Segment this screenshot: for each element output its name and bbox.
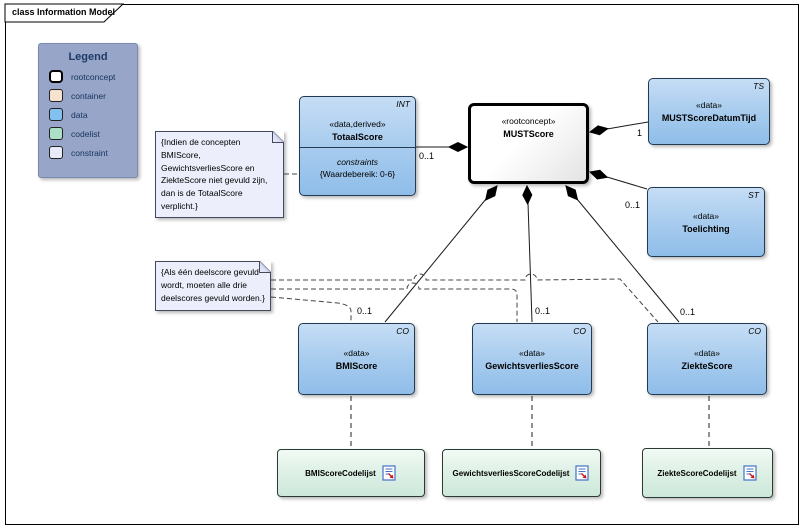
class-totaalscore[interactable]: INT «data,derived» TotaalScore constrain…	[299, 96, 416, 196]
legend-item-rootconcept: rootconcept	[39, 70, 137, 83]
type-code-label: CO	[396, 326, 409, 336]
type-code-label: CO	[748, 326, 761, 336]
class-name: BMIScore	[335, 360, 378, 371]
legend-label-codelist: codelist	[71, 128, 100, 139]
legend-item-data: data	[39, 108, 137, 121]
legend-swatch-constraint	[49, 146, 63, 159]
codelist-ziektescorecodelijst[interactable]: ZiekteScoreCodelijst	[642, 448, 773, 498]
note-text: {Indien de concepten BMIScore, Gewichtsv…	[161, 137, 268, 211]
codelist-name: BMIScoreCodelijst	[305, 468, 376, 478]
legend-label-rootconcept: rootconcept	[71, 71, 116, 82]
legend-label-container: container	[71, 90, 106, 101]
multiplicity-label-ziektescore: 0..1	[680, 307, 696, 317]
legend-swatch-data	[49, 108, 63, 121]
linked-document-icon	[382, 464, 396, 481]
class-name: ZiekteScore	[681, 360, 733, 371]
linked-document-icon	[575, 464, 590, 481]
multiplicity-label-totaalscore: 0..1	[419, 151, 435, 161]
class-gewichtsverliesscore[interactable]: CO «data» GewichtsverliesScore	[472, 323, 592, 395]
stereotype-label: «data,derived»	[329, 119, 386, 129]
codelist-name: ZiekteScoreCodelijst	[657, 468, 737, 478]
multiplicity-label-bmiscore: 0..1	[357, 306, 373, 316]
multiplicity-label-gewichtsverliesscore: 0..1	[535, 306, 551, 316]
linked-document-icon	[742, 464, 757, 481]
note-deelscore-constraint[interactable]: {Als één deelscore gevuld wordt, moeten …	[155, 261, 271, 311]
stereotype-label: «data»	[693, 210, 719, 221]
class-header: «data,derived» TotaalScore	[300, 97, 415, 148]
class-toelichting[interactable]: ST «data» Toelichting	[647, 187, 765, 257]
stereotype-label: «data»	[694, 347, 720, 358]
legend-label-data: data	[71, 109, 88, 120]
codelist-bmiscorecodelijst[interactable]: BMIScoreCodelijst	[277, 449, 425, 497]
legend-item-codelist: codelist	[39, 127, 137, 140]
class-bmiscore[interactable]: CO «data» BMIScore	[298, 323, 415, 395]
legend-panel[interactable]: Legend rootconcept container data codeli…	[38, 43, 138, 178]
stereotype-label: «data»	[696, 100, 722, 110]
stereotype-label: «data»	[343, 347, 370, 358]
constraints-compartment: constraints {Waardebereik: 0-6}	[300, 151, 415, 195]
legend-label-constraint: constraint	[71, 147, 108, 158]
class-mustscoredatumtijd[interactable]: TS «data» MUSTScoreDatumTijd	[648, 78, 770, 145]
type-code-label: ST	[748, 190, 759, 200]
legend-item-container: container	[39, 89, 137, 102]
class-name: Toelichting	[682, 223, 730, 234]
class-name: MUSTScore	[503, 129, 554, 139]
note-fold-icon	[272, 131, 284, 143]
stereotype-label: «rootconcept»	[501, 116, 556, 126]
legend-swatch-codelist	[49, 127, 63, 140]
codelist-gewichtsverliesscorecodelijst[interactable]: GewichtsverliesScoreCodelijst	[442, 449, 601, 497]
note-totaalscore-constraint[interactable]: {Indien de concepten BMIScore, Gewichtsv…	[155, 131, 284, 218]
legend-title: Legend	[68, 51, 108, 63]
legend-item-constraint: constraint	[39, 146, 137, 159]
class-name: TotaalScore	[332, 132, 383, 142]
class-mustscore[interactable]: «rootconcept» MUSTScore	[468, 103, 589, 184]
multiplicity-label-mustscoredatumtijd: 1	[637, 128, 643, 138]
constraints-keyword: constraints	[336, 157, 379, 167]
legend-swatch-container	[49, 89, 63, 102]
diagram-frame	[5, 4, 799, 525]
note-text: {Als één deelscore gevuld wordt, moeten …	[161, 267, 265, 303]
constraint-value: {Waardebereik: 0-6}	[319, 169, 396, 179]
class-ziektescore[interactable]: CO «data» ZiekteScore	[647, 323, 767, 395]
multiplicity-label-toelichting: 0..1	[625, 200, 641, 210]
type-code-label: TS	[753, 81, 764, 91]
type-code-label: INT	[396, 99, 410, 109]
class-name: MUSTScoreDatumTijd	[661, 113, 757, 123]
note-fold-icon	[259, 261, 271, 273]
codelist-name: GewichtsverliesScoreCodelijst	[452, 468, 570, 478]
stereotype-label: «data»	[519, 347, 545, 358]
legend-swatch-rootconcept	[49, 70, 63, 83]
class-name: GewichtsverliesScore	[485, 360, 579, 371]
diagram-frame-title: class Information Model	[12, 7, 116, 17]
type-code-label: CO	[573, 326, 586, 336]
